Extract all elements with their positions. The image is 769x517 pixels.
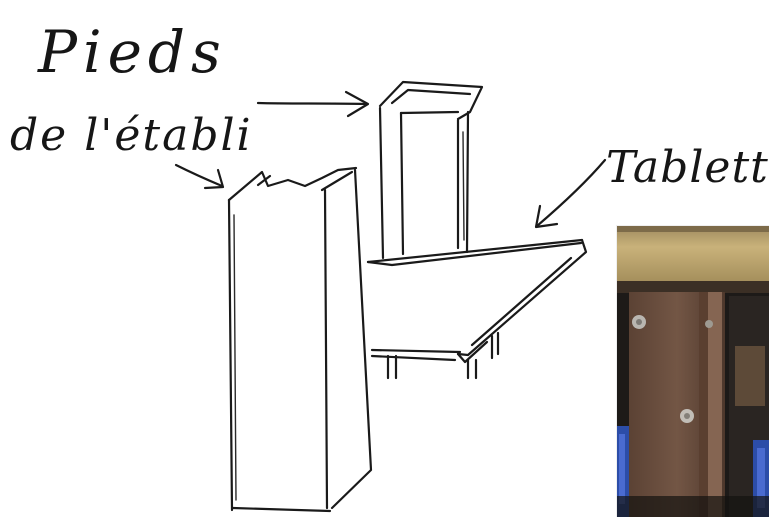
shelf-label: Tablette [606,142,769,193]
arrow-to-shelf [534,158,607,229]
shelf [366,238,588,380]
photo-tabletop [617,226,769,286]
workbench-leg-photo [617,226,769,517]
arrow-to-front-leg [174,163,225,190]
arrow-to-back-leg [256,90,370,118]
back-leg [378,80,484,260]
legs-label-line1: Pieds [37,18,227,86]
front-leg [227,166,373,513]
legs-label-line2: de l'établi [10,110,253,161]
